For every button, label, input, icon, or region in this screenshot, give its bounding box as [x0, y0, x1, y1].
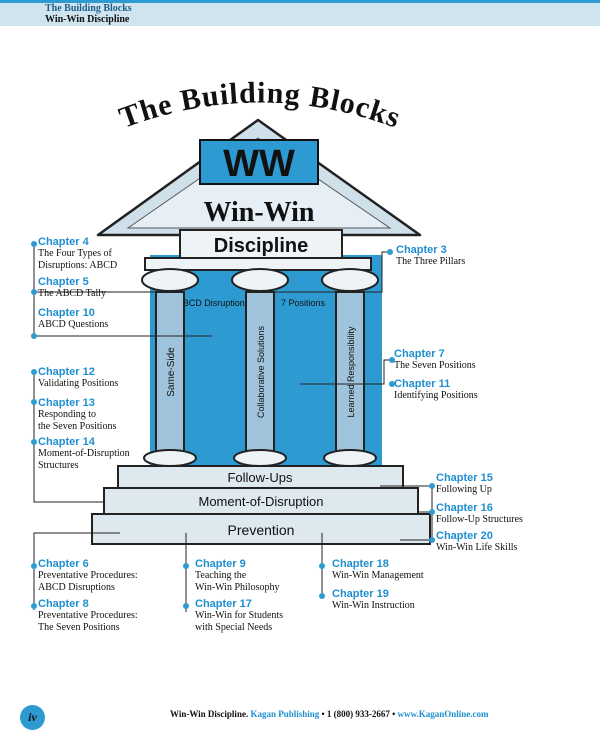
page-footer: iv Win-Win Discipline. Kagan Publishing …	[0, 695, 600, 733]
chapter-11-label: Chapter 11 Identifying Positions	[394, 378, 478, 401]
footer-publisher: Kagan Publishing	[250, 709, 320, 719]
chapter-20-label: Chapter 20 Win-Win Life Skills	[436, 530, 518, 553]
chapter-19-label: Chapter 19 Win-Win Instruction	[332, 588, 415, 611]
chapter-17-label: Chapter 17 Win-Win for Students with Spe…	[195, 598, 284, 633]
pillar-label-same-side: Same-Side	[166, 347, 177, 397]
chapter-16-label: Chapter 16 Follow-Up Structures	[436, 502, 523, 525]
chapter-4-label: Chapter 4 The Four Types of Disruptions:…	[38, 236, 118, 271]
footer-book: Win-Win Discipline.	[170, 709, 249, 719]
chapter-15-label: Chapter 15 Following Up	[436, 472, 493, 495]
chapter-12-label: Chapter 12 Validating Positions	[38, 366, 119, 389]
capital-label-abcd: ABCD Disruptions	[177, 298, 250, 308]
page-number: iv	[20, 705, 45, 730]
header-subtitle: Win-Win Discipline	[45, 14, 130, 25]
capital-label-positions: 7 Positions	[281, 298, 326, 308]
step-label-follow-ups: Follow-Ups	[227, 470, 293, 485]
pillar-label-learned: Learned Responsibility	[346, 326, 356, 418]
chapter-9-label: Chapter 9 Teaching the Win-Win Philosoph…	[195, 558, 280, 593]
pillar-bases	[143, 449, 377, 467]
connector-dots	[31, 241, 435, 609]
win-win-label: Win-Win	[203, 197, 314, 228]
chapter-18-label: Chapter 18 Win-Win Management	[332, 558, 424, 581]
footer-phone: • 1 (800) 933-2667 •	[321, 709, 396, 719]
ww-logo: WW	[199, 139, 319, 185]
chapter-10-label: Chapter 10 ABCD Questions	[38, 307, 109, 330]
header-title: The Building Blocks	[45, 3, 132, 14]
header-accent-bar	[0, 0, 600, 3]
pillar-label-collaborative: Collaborative Solutions	[256, 325, 266, 418]
chapter-6-label: Chapter 6 Preventative Procedures: ABCD …	[38, 558, 138, 593]
discipline-label: Discipline	[214, 235, 308, 257]
step-label-prevention: Prevention	[228, 522, 295, 538]
footer-credits: Win-Win Discipline. Kagan Publishing • 1…	[170, 709, 489, 719]
pillar-capitals	[141, 257, 379, 292]
footer-website-link[interactable]: www.KaganOnline.com	[397, 709, 489, 719]
discipline-banner	[179, 229, 343, 259]
svg-text:WW: WW	[223, 143, 295, 185]
chapter-8-label: Chapter 8 Preventative Procedures: The S…	[38, 598, 138, 633]
chapter-13-label: Chapter 13 Responding to the Seven Posit…	[38, 397, 117, 432]
step-label-moment: Moment-of-Disruption	[199, 494, 324, 509]
page-header: The Building Blocks Win-Win Discipline	[0, 0, 600, 26]
temple-steps	[91, 465, 431, 545]
chapter-7-label: Chapter 7 The Seven Positions	[394, 348, 476, 371]
chapter-3-label: Chapter 3 The Three Pillars	[396, 244, 466, 267]
chapter-5-label: Chapter 5 The ABCD Tally	[38, 276, 107, 299]
chapter-14-label: Chapter 14 Moment-of-Disruption Structur…	[38, 436, 130, 471]
